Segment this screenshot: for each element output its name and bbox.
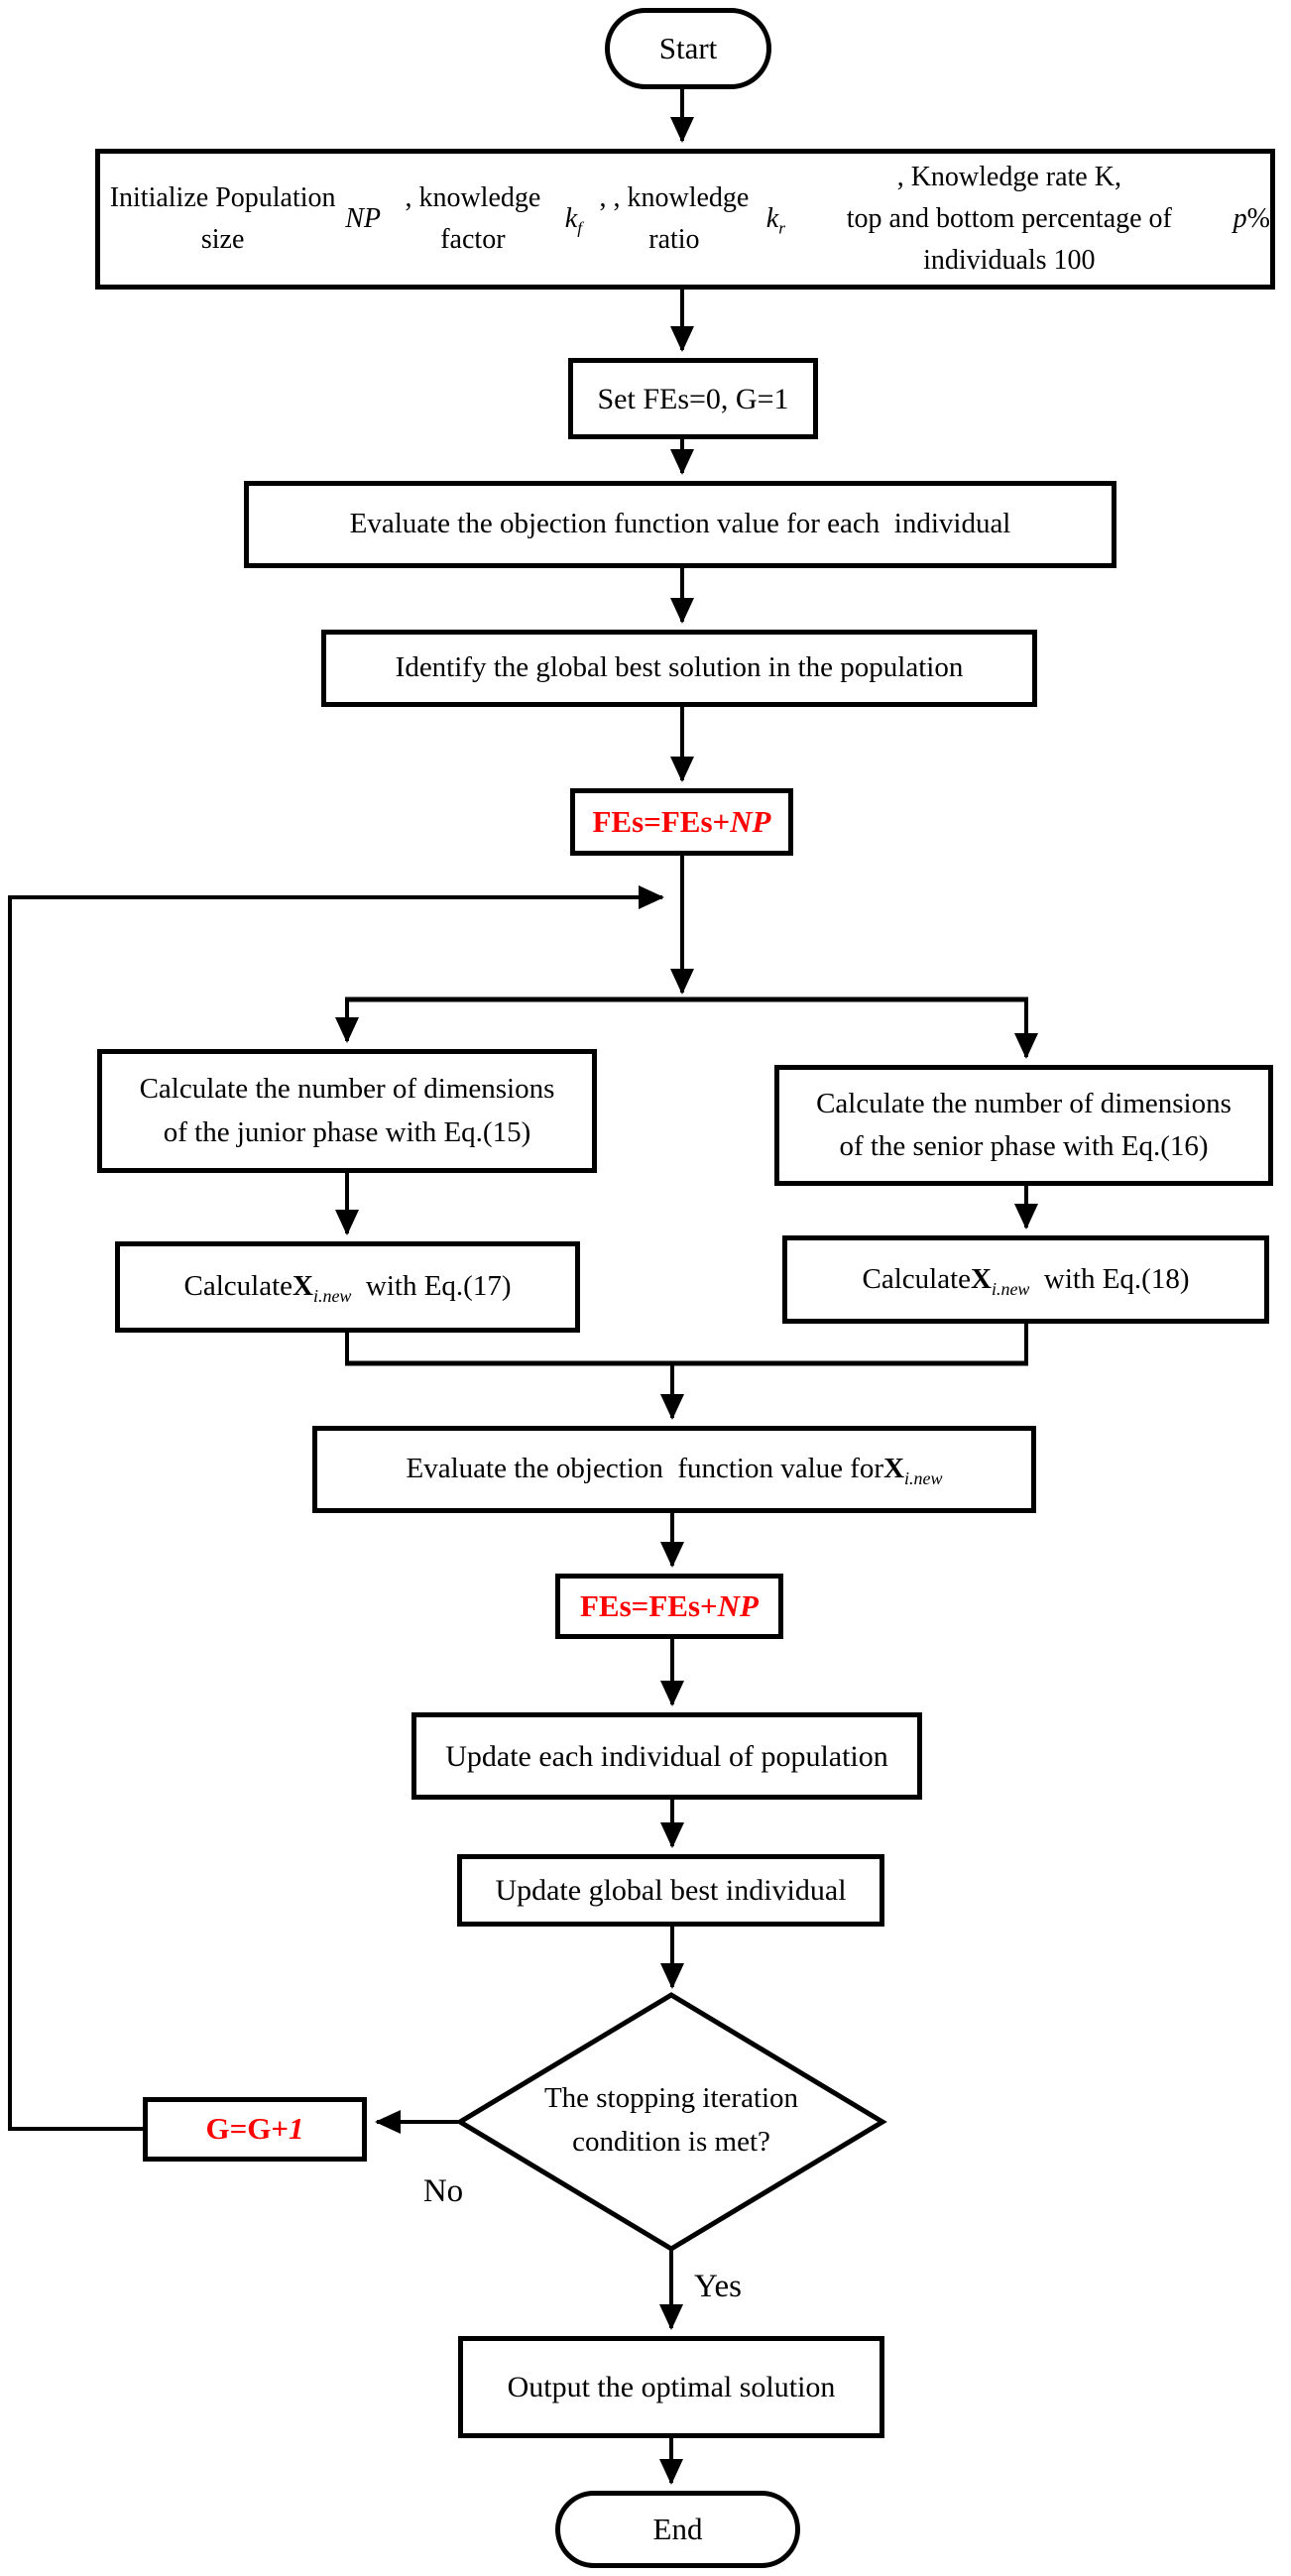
start-terminator: Start xyxy=(605,8,771,89)
set-fes-process: Set FEs=0, G=1 xyxy=(568,358,818,439)
end-terminator: End xyxy=(555,2491,800,2568)
initialize-process: Initialize Population size NP , knowledg… xyxy=(95,149,1275,290)
output-solution-process: Output the optimal solution xyxy=(458,2336,884,2438)
generation-increment-box: G=G+1 xyxy=(143,2097,367,2162)
update-individuals-process: Update each individual of population xyxy=(411,1712,922,1800)
edge-loop-back xyxy=(8,885,664,2131)
identify-best-process: Identify the global best solution in the… xyxy=(321,630,1037,707)
fes-counter-box-2: FEs=FEs+NP xyxy=(555,1574,783,1639)
no-edge-label: No xyxy=(422,2173,464,2209)
yes-edge-label: Yes xyxy=(694,2269,743,2304)
fes-counter-box-1: FEs=FEs+NP xyxy=(570,788,793,856)
evaluate-each-process: Evaluate the objection function value fo… xyxy=(244,481,1116,568)
update-best-process: Update global best individual xyxy=(457,1854,884,1927)
evaluate-xnew-process: Evaluate the objection function value fo… xyxy=(312,1426,1036,1513)
